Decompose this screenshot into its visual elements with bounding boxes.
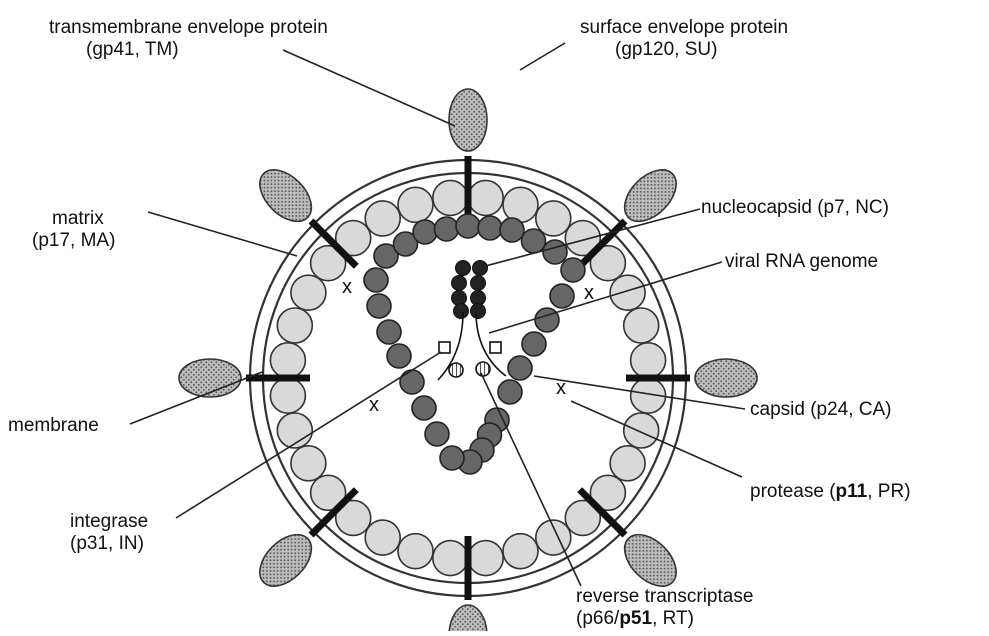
label-su-line1: surface envelope protein	[580, 17, 788, 38]
capsid-protein	[543, 240, 567, 264]
matrix-protein	[365, 520, 400, 555]
capsid-protein	[413, 220, 437, 244]
matrix-protein	[365, 201, 400, 236]
surface-envelope-protein	[695, 359, 757, 397]
surface-envelope-protein	[449, 605, 487, 631]
label-matrix-line2: (p17, MA)	[32, 230, 115, 251]
capsid-protein	[412, 396, 436, 420]
label-membrane: membrane	[8, 415, 99, 436]
capsid-protein	[522, 229, 546, 253]
matrix-protein	[433, 541, 468, 576]
nucleocapsid-protein	[452, 276, 467, 291]
leader-tm	[283, 50, 455, 126]
capsid-protein	[478, 216, 502, 240]
matrix-protein	[631, 343, 666, 378]
nucleocapsid-protein	[471, 304, 486, 319]
label-protease-post: , PR)	[867, 481, 910, 502]
label-rt-line2-bold: p51	[619, 608, 652, 629]
label-nucleocapsid: nucleocapsid (p7, NC)	[701, 197, 889, 218]
capsid-protein	[425, 422, 449, 446]
protease-x-3: x	[369, 394, 379, 416]
capsid-protein	[377, 320, 401, 344]
capsid-protein	[535, 308, 559, 332]
label-matrix-line1: matrix	[52, 208, 104, 229]
integrase-enzymes	[439, 342, 501, 353]
nucleocapsid-protein	[456, 261, 471, 276]
reverse-transcriptase-enzymes	[449, 362, 490, 377]
capsid-protein	[387, 344, 411, 368]
capsid-protein	[550, 284, 574, 308]
label-integrase-line1: integrase	[70, 511, 148, 532]
matrix-protein	[503, 187, 538, 222]
matrix-protein	[270, 378, 305, 413]
capsid-protein	[440, 446, 464, 470]
matrix-protein	[624, 413, 659, 448]
capsid-cone	[364, 214, 585, 474]
leader-su	[520, 43, 565, 70]
label-su-line2: (gp120, SU)	[615, 39, 717, 60]
surface-envelope-protein	[615, 160, 686, 231]
rt-circle-left	[449, 363, 463, 377]
label-rt-line2-post: , RT)	[652, 608, 694, 629]
label-rt-line2-pre: (p66/	[576, 608, 620, 629]
integrase-box-right	[490, 342, 501, 353]
capsid-protein	[508, 356, 532, 380]
matrix-protein	[610, 446, 645, 481]
label-protease-pre: protease (	[750, 481, 836, 502]
capsid-protein	[364, 268, 388, 292]
label-rt-line2: (p66/p51, RT)	[576, 608, 694, 629]
matrix-protein	[398, 534, 433, 569]
matrix-protein	[270, 343, 305, 378]
nucleocapsid-protein	[471, 276, 486, 291]
matrix-protein	[624, 308, 659, 343]
nucleocapsid-protein	[452, 291, 467, 306]
matrix-protein	[277, 308, 312, 343]
capsid-protein	[400, 370, 424, 394]
capsid-protein	[498, 380, 522, 404]
matrix-protein	[610, 275, 645, 310]
capsid-protein	[500, 218, 524, 242]
nucleocapsid-protein	[454, 304, 469, 319]
label-capsid: capsid (p24, CA)	[750, 399, 892, 420]
label-integrase-line2: (p31, IN)	[70, 533, 144, 554]
leader-matrix	[148, 212, 297, 256]
surface-envelope-protein	[250, 160, 321, 231]
matrix-protein	[433, 180, 468, 215]
label-rt-line1: reverse transcriptase	[576, 586, 753, 607]
matrix-protein	[536, 201, 571, 236]
capsid-protein	[367, 294, 391, 318]
label-protease-bold: p11	[836, 481, 868, 502]
rt-circle-right	[476, 362, 490, 376]
matrix-protein	[291, 446, 326, 481]
surface-envelope-protein	[449, 89, 487, 151]
capsid-protein	[522, 332, 546, 356]
label-protease: protease (p11, PR)	[750, 481, 911, 502]
matrix-protein	[468, 541, 503, 576]
label-tm-line2: (gp41, TM)	[86, 39, 179, 60]
surface-envelope-protein	[250, 525, 321, 596]
matrix-protein	[398, 187, 433, 222]
leader-protease	[571, 401, 742, 477]
label-viral-rna: viral RNA genome	[725, 251, 878, 272]
protease-x-1: x	[342, 276, 352, 298]
integrase-box-left	[439, 342, 450, 353]
nucleocapsid-cluster	[452, 261, 488, 319]
surface-envelope-protein	[179, 359, 241, 397]
label-tm-line1: transmembrane envelope protein	[49, 17, 328, 38]
matrix-protein	[503, 534, 538, 569]
capsid-protein	[561, 258, 585, 282]
capsid-protein	[435, 217, 459, 241]
matrix-protein	[468, 180, 503, 215]
matrix-protein	[291, 275, 326, 310]
capsid-protein	[456, 214, 480, 238]
